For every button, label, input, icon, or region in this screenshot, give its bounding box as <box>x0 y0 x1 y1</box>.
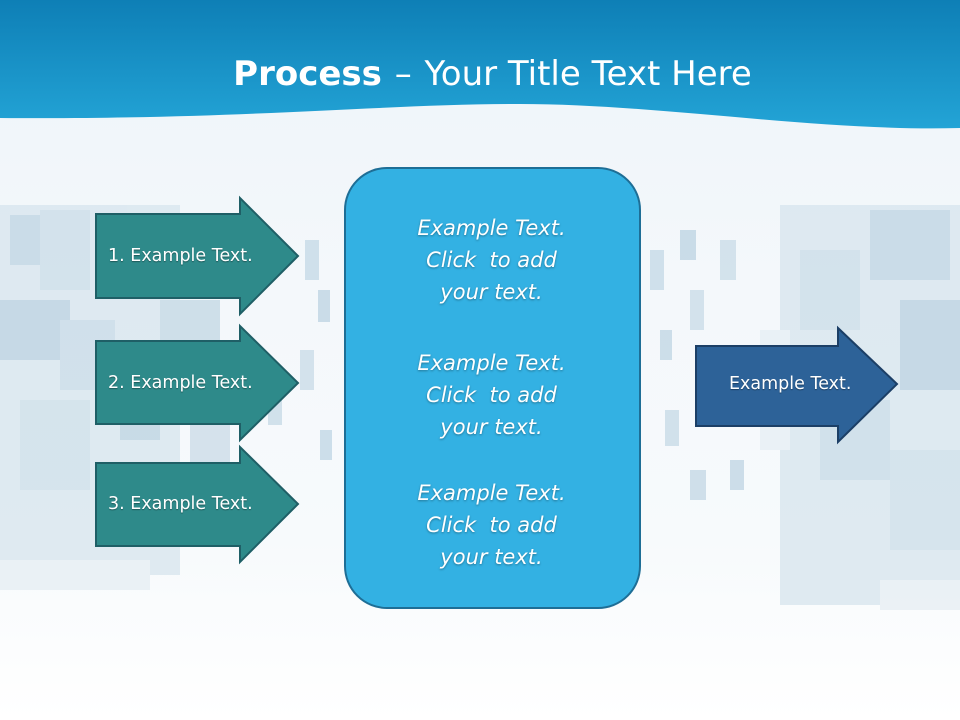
center-text-line: Example Text. <box>417 481 566 505</box>
center-text-line: Click to add <box>426 248 557 272</box>
input-arrow-2 <box>95 323 300 443</box>
center-process-box <box>344 167 641 609</box>
center-text-line: Click to add <box>426 513 557 537</box>
header-band <box>0 0 960 129</box>
center-text-line: Example Text. <box>417 351 566 375</box>
center-text-line: Click to add <box>426 383 557 407</box>
center-text-line: Example Text. <box>417 216 566 240</box>
title-text: Your Title Text Here <box>424 54 752 94</box>
center-text-block-2[interactable]: Example Text. Click to add your text. <box>345 347 638 443</box>
input-arrow-label-1[interactable]: 1. Example Text. <box>108 246 253 266</box>
title-bold-text: Process <box>233 54 382 94</box>
center-text-line: your text. <box>440 415 543 439</box>
output-arrow-label[interactable]: Example Text. <box>729 374 852 394</box>
center-text-line: your text. <box>440 545 543 569</box>
input-arrow-label-3[interactable]: 3. Example Text. <box>108 494 253 514</box>
output-arrow <box>695 325 899 445</box>
center-text-block-3[interactable]: Example Text. Click to add your text. <box>345 477 638 573</box>
center-text-block-1[interactable]: Example Text. Click to add your text. <box>345 212 638 308</box>
center-text-line: your text. <box>440 280 543 304</box>
input-arrow-1 <box>95 195 300 317</box>
slide-title[interactable]: Process – Your Title Text Here <box>0 52 960 96</box>
input-arrow-3 <box>95 444 300 565</box>
input-arrow-label-2[interactable]: 2. Example Text. <box>108 373 253 393</box>
title-dash: – <box>394 54 412 94</box>
